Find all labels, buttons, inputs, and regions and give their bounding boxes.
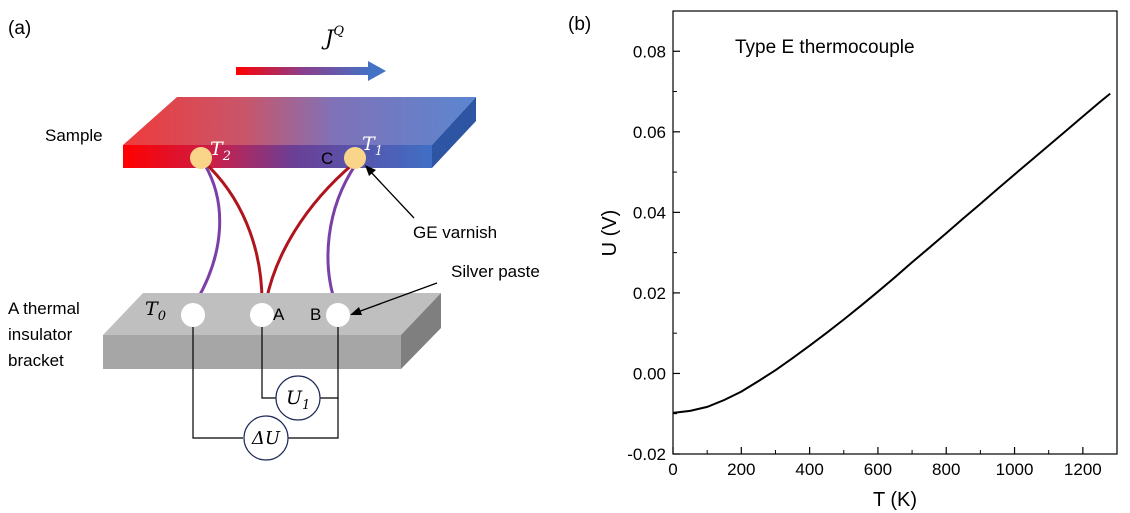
- silver-paste-label: Silver paste: [451, 262, 540, 281]
- sample-top-face: [123, 97, 476, 145]
- x-tick-label: 800: [932, 460, 960, 479]
- t2-label: T2: [210, 138, 231, 164]
- silver-paste-pointer-head: [350, 307, 362, 315]
- voltmeter-u1: [275, 375, 321, 421]
- silver-paste-pointer: [354, 282, 438, 314]
- insulator-bracket: [103, 293, 441, 369]
- plot-frame: [672, 10, 1118, 455]
- ge-varnish-label: GE varnish: [413, 223, 497, 242]
- bracket-label: A thermal insulator bracket: [8, 299, 85, 370]
- sample-front-face: [123, 145, 432, 168]
- t0-label: T0: [145, 298, 166, 324]
- sample-label: Sample: [45, 126, 103, 145]
- x-tick-label: 1000: [996, 460, 1034, 479]
- ge-varnish-pointer-head: [365, 165, 376, 176]
- delta-u-label: ΔU: [251, 428, 281, 449]
- x-tick-label: 600: [864, 460, 892, 479]
- u1-label: U1: [286, 387, 310, 413]
- panel-a-label: (a): [8, 18, 31, 39]
- pad-b: [326, 303, 350, 327]
- y-tick-label: -0.02: [627, 445, 666, 464]
- circuit-a-to-u1: [261, 327, 276, 399]
- pad-t0: [181, 303, 205, 327]
- point-b-label: B: [310, 305, 321, 324]
- point-a-label: A: [273, 305, 285, 324]
- chart-annotation: Type E thermocouple: [735, 37, 915, 58]
- ge-varnish-pointer: [368, 169, 415, 219]
- heat-flux-arrow-body: [236, 67, 370, 75]
- y-tick-label: 0.08: [633, 42, 666, 61]
- wire-t2-to-a: [202, 160, 264, 303]
- x-axis-label: T (K): [873, 489, 917, 511]
- y-tick-label: 0.00: [633, 364, 666, 383]
- wire-t1-to-a: [264, 162, 354, 303]
- wire-t2-to-t0: [195, 164, 222, 301]
- bracket-front-face: [103, 335, 401, 369]
- heat-flux-label: JQ: [321, 24, 344, 50]
- point-c-label: C: [321, 149, 333, 168]
- panel-b-label: (b): [568, 14, 591, 35]
- x-tick-label: 200: [727, 460, 755, 479]
- sample-side-face: [432, 97, 476, 168]
- y-tick-label: 0.02: [633, 284, 666, 303]
- x-axis: 0 200 400 600 800 1000 1200: [668, 447, 1102, 479]
- t1-label: T1: [362, 133, 383, 159]
- voltmeter-delta-u: [243, 415, 289, 461]
- circuit: [192, 327, 339, 439]
- heat-flux-arrow-head: [368, 61, 386, 81]
- sample-block: [123, 97, 476, 168]
- x-tick-label: 0: [668, 460, 677, 479]
- pad-a: [250, 303, 274, 327]
- circuit-du-to-b: [288, 398, 339, 439]
- y-axis: -0.02 0.00 0.02 0.04 0.06 0.08: [627, 42, 680, 464]
- x-tick-label: 400: [795, 460, 823, 479]
- sensor-t1: [344, 147, 366, 169]
- y-tick-label: 0.04: [633, 203, 666, 222]
- y-tick-label: 0.06: [633, 123, 666, 142]
- series-line: [672, 92, 1111, 414]
- panel-b: (b) 0 200 400 600 800 1000 1200 -0.02 0.00 0.02 0…: [568, 10, 1118, 511]
- panel-a: (a) JQ Sample T2 T1 C GE varnish: [8, 18, 540, 461]
- y-axis-label: U (V): [599, 210, 621, 257]
- sensor-t2: [190, 147, 212, 169]
- wire-t1-to-b: [326, 163, 358, 306]
- x-tick-label: 1200: [1064, 460, 1102, 479]
- circuit-t0-to-du: [192, 327, 243, 439]
- bracket-side-face: [401, 293, 441, 369]
- heat-flux-arrow: [236, 61, 386, 81]
